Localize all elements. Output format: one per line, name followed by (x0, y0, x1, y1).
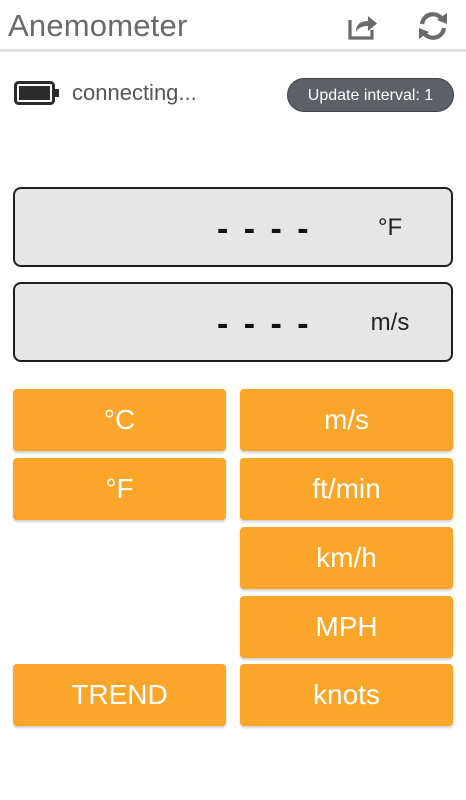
refresh-icon[interactable] (414, 8, 452, 44)
app-bar: Anemometer (0, 0, 466, 52)
battery-icon (14, 81, 59, 105)
share-icon-graphic (348, 16, 377, 40)
wind-speed-readout: - - - - m/s (13, 282, 453, 362)
trend-button[interactable]: TREND (13, 664, 226, 726)
connection-status: connecting... (72, 80, 197, 105)
temperature-unit: °F (377, 214, 403, 241)
temperature-value: - - - - (217, 210, 312, 248)
fahrenheit-button[interactable]: °F (13, 458, 226, 520)
meters-per-second-button[interactable]: m/s (240, 389, 453, 451)
temperature-readout: - - - - °F (13, 187, 453, 267)
wind-speed-value: - - - - (217, 305, 312, 343)
update-interval-button[interactable]: Update interval: 1 (287, 78, 454, 112)
share-icon[interactable] (344, 8, 382, 44)
celsius-button[interactable]: °C (13, 389, 226, 451)
knots-button[interactable]: knots (240, 664, 453, 726)
app-title: Anemometer (8, 8, 188, 43)
mph-button[interactable]: MPH (240, 596, 453, 658)
feet-per-minute-button[interactable]: ft/min (240, 458, 453, 520)
kilometers-per-hour-button[interactable]: km/h (240, 527, 453, 589)
wind-speed-unit: m/s (370, 309, 410, 336)
refresh-icon-graphic (419, 12, 447, 40)
